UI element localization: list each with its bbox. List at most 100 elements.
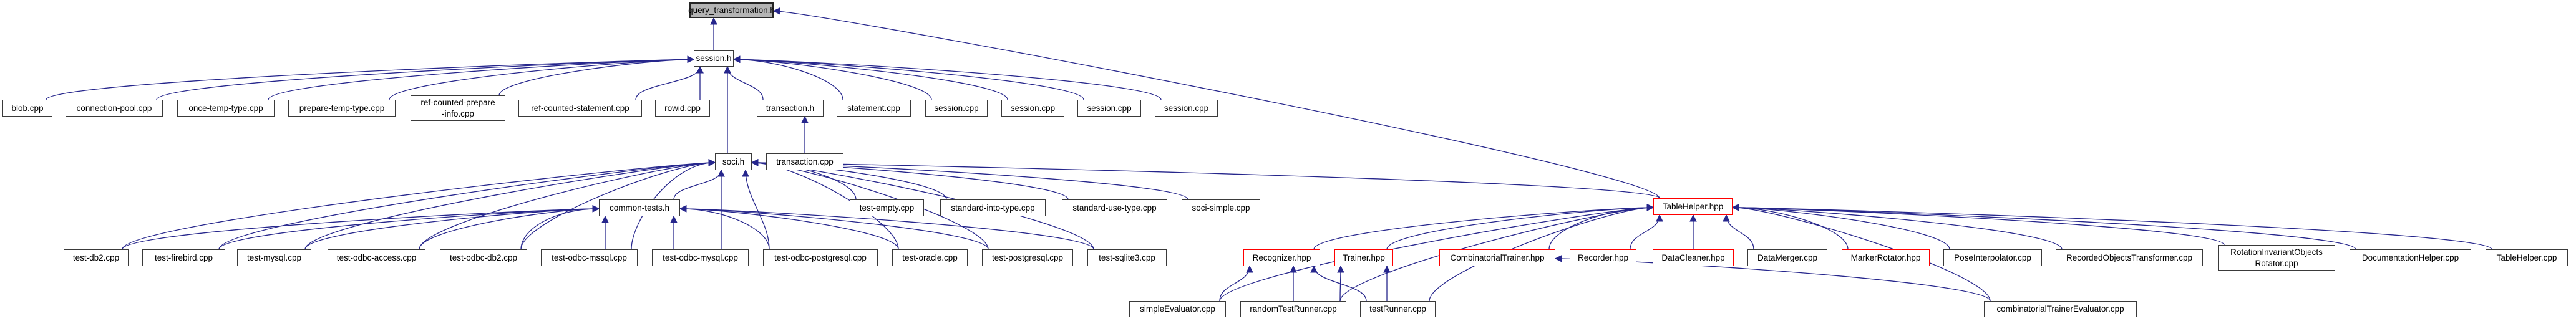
graph-node-tablehelper-cpp[interactable]: TableHelper.cpp xyxy=(2486,249,2568,266)
graph-node-test-odbc-mysql-cpp[interactable]: test-odbc-mysql.cpp xyxy=(652,249,749,266)
graph-node-recorder-hpp[interactable]: Recorder.hpp xyxy=(1570,249,1636,266)
graph-node-statement-cpp[interactable]: statement.cpp xyxy=(837,100,911,117)
graph-node-session-h[interactable]: session.h xyxy=(694,50,734,67)
graph-edge-tdb2-to-common xyxy=(122,205,600,250)
graph-node-transaction-cpp[interactable]: transaction.cpp xyxy=(766,153,843,170)
graph-edge-thhpp-to-q xyxy=(772,7,1660,199)
graph-edge-tdb2-to-soci xyxy=(122,159,716,250)
graph-node-common-tests-h[interactable]: common-tests.h xyxy=(599,199,680,216)
graph-node-test-odbc-access-cpp[interactable]: test-odbc-access.cpp xyxy=(328,249,425,266)
graph-node-label: Recognizer.hpp xyxy=(1252,252,1311,262)
graph-edge-topg-to-soci xyxy=(742,169,770,250)
graph-node-session-cpp[interactable]: session.cpp xyxy=(1001,100,1064,117)
graph-node-ref-counted-prepare-info-cpp[interactable]: ref-counted-prepare -info.cpp xyxy=(411,95,505,121)
graph-edge-trainer-to-thhpp xyxy=(1386,204,1655,250)
graph-node-label: TableHelper.hpp xyxy=(1662,201,1724,211)
graph-node-once-temp-type-cpp[interactable]: once-temp-type.cpp xyxy=(177,100,275,117)
graph-node-label: common-tests.h xyxy=(609,203,670,213)
graph-edge-tr-to-thhpp xyxy=(1429,204,1655,302)
graph-node-label: testRunner.cpp xyxy=(1369,304,1426,314)
graph-node-test-odbc-postgresql-cpp[interactable]: test-odbc-postgresql.cpp xyxy=(763,249,878,266)
graph-node-label: test-sqlite3.cpp xyxy=(1099,252,1155,262)
graph-node-session-cpp[interactable]: session.cpp xyxy=(1077,100,1141,117)
graph-node-label: test-postgresql.cpp xyxy=(991,252,1064,262)
graph-edge-transh-to-sesh xyxy=(724,65,764,100)
graph-node-tablehelper-hpp[interactable]: TableHelper.hpp xyxy=(1653,198,1733,215)
graph-node-datamerger-cpp[interactable]: DataMerger.cpp xyxy=(1747,249,1827,266)
graph-node-label: RotationInvariantObjects Rotator.cpp xyxy=(2230,247,2323,268)
graph-edge-refprep-to-sesh xyxy=(498,55,695,96)
graph-node-ref-counted-statement-cpp[interactable]: ref-counted-statement.cpp xyxy=(518,100,642,117)
graph-node-standard-use-type-cpp[interactable]: standard-use-type.cpp xyxy=(1062,199,1167,216)
graph-node-recognizer-hpp[interactable]: Recognizer.hpp xyxy=(1243,249,1320,266)
graph-node-test-odbc-mssql-cpp[interactable]: test-odbc-mssql.cpp xyxy=(541,249,638,266)
graph-node-test-firebird-cpp[interactable]: test-firebird.cpp xyxy=(142,249,225,266)
graph-node-session-cpp[interactable]: session.cpp xyxy=(925,100,988,117)
graph-node-combinatorialtrainerevaluator-cpp[interactable]: combinatorialTrainerEvaluator.cpp xyxy=(1984,301,2137,317)
graph-node-test-empty-cpp[interactable]: test-empty.cpp xyxy=(850,199,924,216)
graph-edge-seval-to-recog xyxy=(1219,265,1253,302)
graph-edge-seval-to-thhpp xyxy=(1219,204,1655,302)
graph-edge-rtr-to-trainer xyxy=(1337,265,1344,302)
graph-edge-cte-to-thhpp xyxy=(1731,204,1991,302)
graph-node-session-cpp[interactable]: session.cpp xyxy=(1155,100,1218,117)
graph-node-label: soci-simple.cpp xyxy=(1192,203,1250,213)
graph-node-label: session.h xyxy=(696,54,732,64)
graph-node-test-oracle-cpp[interactable]: test-oracle.cpp xyxy=(892,249,968,266)
graph-edge-refstmt-to-sesh xyxy=(635,65,704,100)
graph-edge-tfb-to-soci xyxy=(218,159,716,250)
graph-node-label: soci.h xyxy=(722,156,745,166)
graph-node-label: query_transformation.h xyxy=(688,5,775,15)
graph-node-label: statement.cpp xyxy=(847,103,900,113)
graph-edge-rtr-to-thhpp xyxy=(1339,204,1655,302)
graph-node-blob-cpp[interactable]: blob.cpp xyxy=(2,100,52,117)
graph-node-test-postgresql-cpp[interactable]: test-postgresql.cpp xyxy=(982,249,1073,266)
graph-node-rowid-cpp[interactable]: rowid.cpp xyxy=(655,100,710,117)
graph-edge-todb2-to-soci xyxy=(520,159,716,250)
graph-edge-ses4-to-sesh xyxy=(732,55,1162,100)
graph-node-soci-simple-cpp[interactable]: soci-simple.cpp xyxy=(1182,199,1260,216)
graph-node-label: standard-use-type.cpp xyxy=(1072,203,1157,213)
graph-node-datacleaner-hpp[interactable]: DataCleaner.hpp xyxy=(1653,249,1734,266)
graph-node-label: combinatorialTrainerEvaluator.cpp xyxy=(1996,304,2124,314)
graph-node-label: MarkerRotator.hpp xyxy=(1850,252,1921,262)
graph-node-rotationinvariantobjectsrotator-cpp[interactable]: RotationInvariantObjects Rotator.cpp xyxy=(2218,245,2335,271)
graph-edge-once-to-sesh xyxy=(268,55,695,100)
graph-node-trainer-hpp[interactable]: Trainer.hpp xyxy=(1334,249,1393,266)
graph-node-documentationhelper-cpp[interactable]: DocumentationHelper.cpp xyxy=(2350,249,2471,266)
graph-node-label: test-odbc-postgresql.cpp xyxy=(774,252,867,262)
graph-node-test-sqlite3-cpp[interactable]: test-sqlite3.cpp xyxy=(1087,249,1167,266)
graph-node-markerrotator-hpp[interactable]: MarkerRotator.hpp xyxy=(1842,249,1930,266)
graph-edge-ses1-to-sesh xyxy=(732,55,932,100)
graph-node-soci-h[interactable]: soci.h xyxy=(715,153,752,170)
graph-node-test-mysql-cpp[interactable]: test-mysql.cpp xyxy=(237,249,311,266)
graph-node-transaction-h[interactable]: transaction.h xyxy=(757,100,824,117)
graph-node-recordedobjectstransformer-cpp[interactable]: RecordedObjectsTransformer.cpp xyxy=(2056,249,2203,266)
graph-node-prepare-temp-type-cpp[interactable]: prepare-temp-type.cpp xyxy=(288,100,396,117)
graph-edge-dmerge-to-thhpp xyxy=(1723,214,1754,250)
graph-node-test-odbc-db2-cpp[interactable]: test-odbc-db2.cpp xyxy=(440,249,527,266)
graph-node-simpleevaluator-cpp[interactable]: simpleEvaluator.cpp xyxy=(1129,301,1226,317)
graph-edge-tsq-to-common xyxy=(679,205,1094,250)
graph-node-standard-into-type-cpp[interactable]: standard-into-type.cpp xyxy=(940,199,1046,216)
graph-node-label: test-oracle.cpp xyxy=(902,252,958,262)
graph-node-poseinterpolator-cpp[interactable]: PoseInterpolator.cpp xyxy=(1943,249,2042,266)
graph-edge-tacc-to-soci xyxy=(419,159,716,250)
graph-node-randomtestrunner-cpp[interactable]: randomTestRunner.cpp xyxy=(1240,301,1346,317)
graph-node-label: test-mysql.cpp xyxy=(246,252,302,262)
graph-node-combinatorialtrainer-hpp[interactable]: CombinatorialTrainer.hpp xyxy=(1439,249,1555,266)
graph-node-label: blob.cpp xyxy=(11,103,44,113)
graph-node-label: test-odbc-mssql.cpp xyxy=(552,252,627,262)
graph-node-label: session.cpp xyxy=(1164,103,1209,113)
graph-edge-marker-to-thhpp xyxy=(1731,204,1849,250)
graph-node-testrunner-cpp[interactable]: testRunner.cpp xyxy=(1360,301,1436,317)
graph-edge-connpool-to-sesh xyxy=(156,55,695,100)
graph-edge-tmy-to-soci xyxy=(304,159,716,250)
graph-node-label: rowid.cpp xyxy=(664,103,701,113)
graph-node-label: test-firebird.cpp xyxy=(154,252,213,262)
graph-node-test-db2-cpp[interactable]: test-db2.cpp xyxy=(64,249,129,266)
graph-edge-tms-to-soci xyxy=(631,159,716,250)
graph-node-connection-pool-cpp[interactable]: connection-pool.cpp xyxy=(66,100,163,117)
